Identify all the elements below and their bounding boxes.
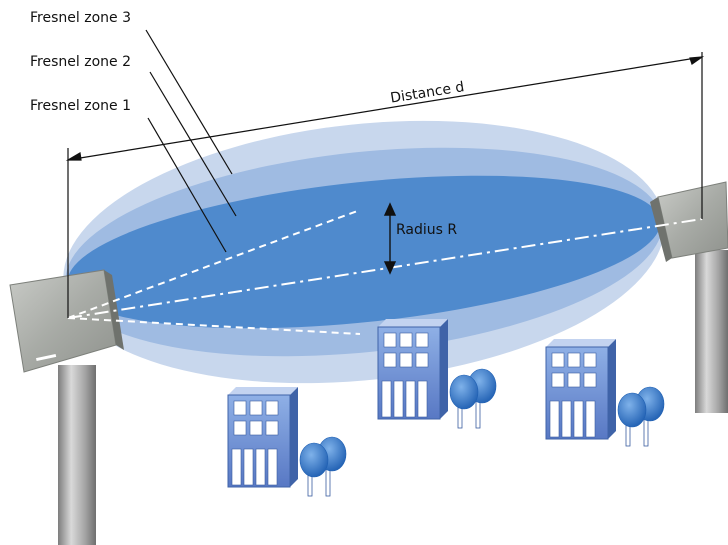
- fresnel-zone-1-label: Fresnel zone 1: [30, 98, 131, 114]
- line-of-sight: [67, 218, 703, 319]
- fresnel-lower-bound: [67, 317, 361, 335]
- fresnel-zone-3-label: Fresnel zone 3: [30, 10, 131, 26]
- distance-label: Distance d: [389, 79, 465, 106]
- distance-marker: [65, 52, 705, 318]
- building-icon: [377, 318, 449, 420]
- zone-leader-lines: [145, 29, 237, 253]
- pole-icon: [695, 250, 728, 413]
- fresnel-zones: [63, 120, 665, 384]
- radius-label: Radius R: [396, 222, 457, 238]
- tree-icon: [299, 436, 347, 497]
- building-icon: [227, 386, 299, 488]
- building-icon: [545, 338, 617, 440]
- tree-icon: [617, 386, 665, 447]
- pole-icon: [58, 365, 96, 545]
- fresnel-upper-bound: [67, 209, 361, 319]
- radius-marker: [383, 202, 397, 275]
- fresnel-zone-2-label: Fresnel zone 2: [30, 54, 131, 70]
- fresnel-zone-1-ellipse: [67, 175, 661, 329]
- tree-icon: [449, 368, 497, 429]
